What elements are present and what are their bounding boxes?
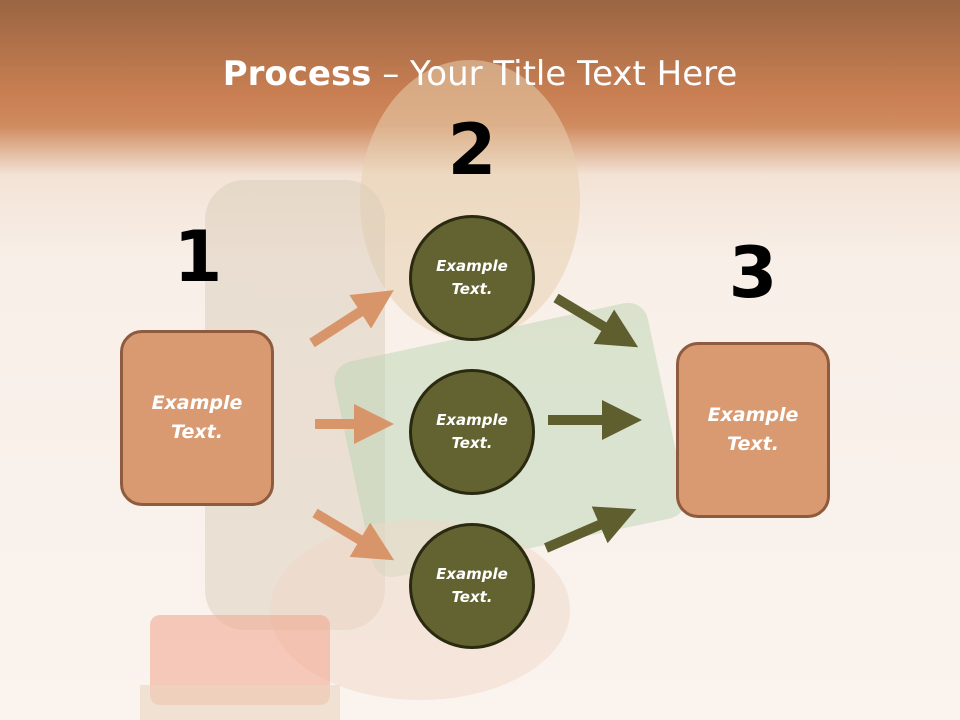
title-rest: – Your Title Text Here [371, 54, 738, 94]
step-3-number: 3 [728, 232, 778, 314]
step-1-box: Example Text. [120, 330, 274, 506]
step-3-text: Example Text. [707, 404, 799, 455]
step-2-circle-middle: Example Text. [409, 369, 535, 495]
step-2-top-text: Example Text. [436, 257, 508, 298]
step-2-circle-bottom: Example Text. [409, 523, 535, 649]
step-3-box: Example Text. [676, 342, 830, 518]
arrow-bottom-to-3 [544, 506, 637, 553]
arrow-1-to-bottom [312, 508, 395, 561]
step-1-number: 1 [173, 216, 223, 298]
arrow-top-to-3 [553, 293, 639, 348]
title-bold: Process [222, 54, 372, 94]
step-2-number: 2 [447, 109, 497, 191]
step-2-middle-text: Example Text. [436, 411, 508, 452]
slide-title: Process – Your Title Text Here [0, 52, 960, 96]
step-2-bottom-text: Example Text. [436, 565, 508, 606]
step-1-text: Example Text. [151, 392, 243, 443]
arrow-1-to-top [309, 290, 394, 348]
step-2-circle-top: Example Text. [409, 215, 535, 341]
